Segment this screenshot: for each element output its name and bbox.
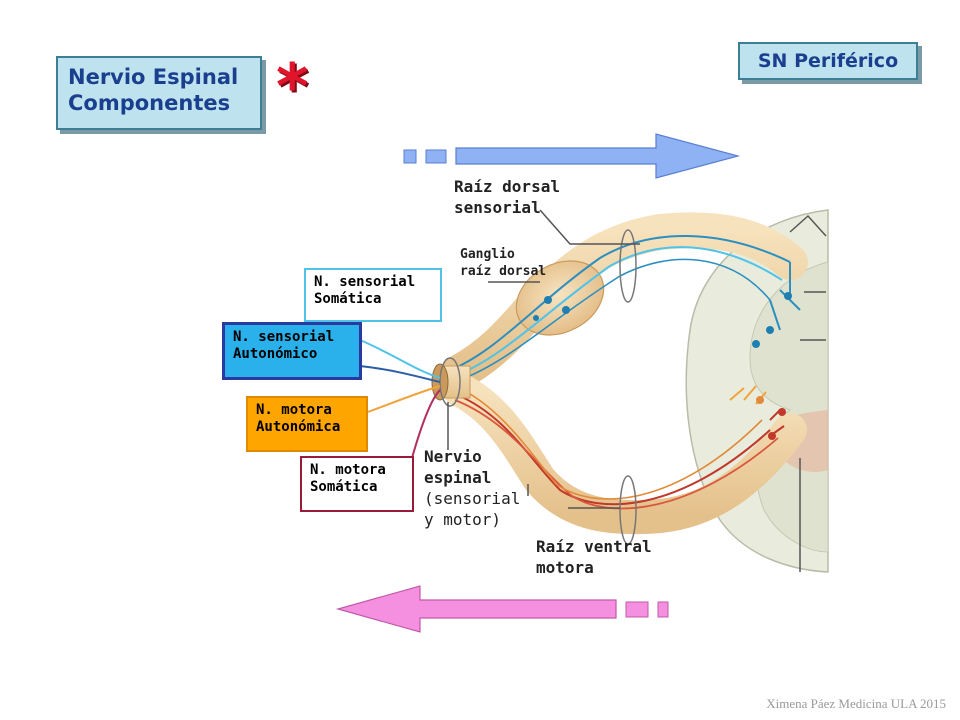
- dorsal-root: [442, 212, 808, 390]
- section-badge: SN Periférico: [738, 42, 918, 80]
- footer-credit: Ximena Páez Medicina ULA 2015: [766, 696, 946, 711]
- ventral-root-label: Raíz ventral motora: [536, 537, 652, 577]
- legend-sensory-autonomic: N. sensorial Autonómico: [222, 322, 362, 380]
- cord-neurons: [729, 262, 801, 440]
- spinal-nerve-trunk: [359, 339, 471, 459]
- sensory-direction-arrow: [403, 133, 741, 179]
- motor-arrow-body: [335, 585, 617, 633]
- title-box: Nervio Espinal Componentes: [56, 56, 262, 130]
- dorsal-root-label: Raíz dorsal sensorial: [454, 177, 560, 217]
- sensory-arrow-dash-1: [403, 149, 417, 164]
- motor-arrow-dash-1: [657, 601, 669, 618]
- spinal-nerve-label: Nervio espinal (sensorial y motor): [424, 447, 521, 529]
- sensory-arrow-body: [455, 133, 741, 179]
- motor-direction-arrow: [335, 585, 669, 633]
- title-line-1: Nervio Espinal: [68, 65, 239, 89]
- legend-motor-somatic: N. motora Somática: [300, 456, 414, 512]
- cord-cutout: [570, 352, 680, 452]
- ganglion-label: Ganglio raíz dorsal: [460, 247, 547, 279]
- legend-sensory-somatic: N. sensorial Somática: [304, 268, 442, 322]
- motor-arrow-dash-2: [625, 601, 649, 618]
- ventral-root: [443, 373, 807, 545]
- legend-motor-autonomic: N. motora Autonómica: [246, 396, 368, 452]
- dorsal-root-leader: [539, 209, 640, 245]
- title-line-2: Componentes: [68, 91, 231, 115]
- sensory-arrow-dash-2: [425, 149, 447, 164]
- asterisk-marker: *: [276, 50, 309, 123]
